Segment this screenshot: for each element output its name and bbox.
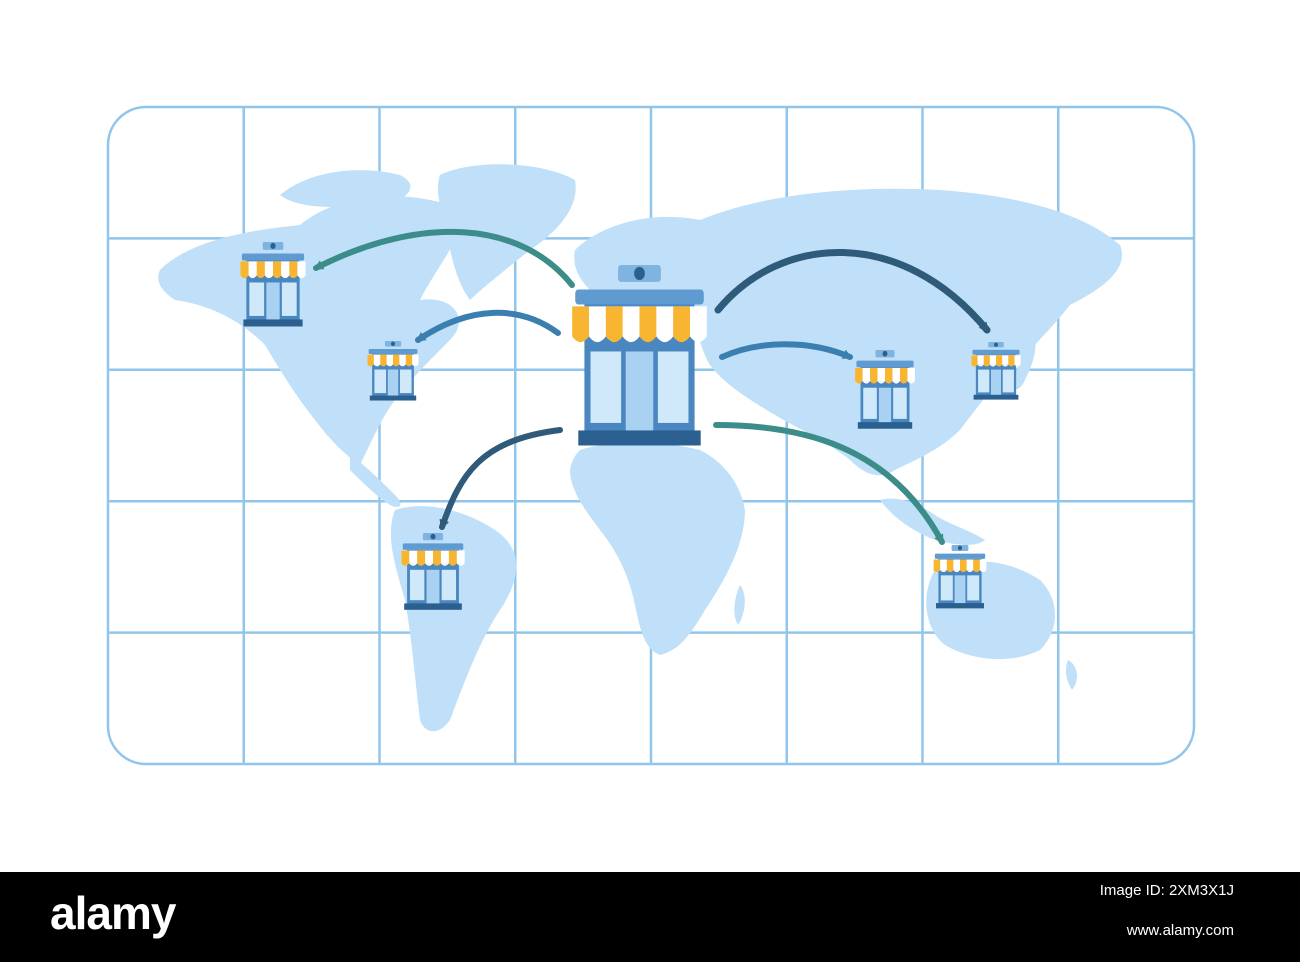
continent-japan (1013, 330, 1036, 390)
continent-south-america (390, 506, 517, 732)
arrow-to-east-north-america (415, 309, 561, 343)
distribution-arrows (313, 228, 991, 545)
storefront-icon (933, 545, 987, 609)
image-id-label: Image ID: 2XM3X1J (1099, 882, 1234, 899)
continent-madagascar (734, 585, 745, 625)
watermark-footer: alamy Image ID: 2XM3X1J www.alamy.com (0, 872, 1300, 962)
storefront-icon (240, 242, 306, 327)
continent-africa (570, 442, 745, 655)
storefront-icon (401, 533, 465, 610)
continent-central-america (350, 455, 401, 507)
main-storefront-icon (572, 265, 707, 446)
storefront-icon (367, 341, 419, 401)
continent-arctic-islands (280, 170, 411, 208)
continent-greenland (437, 164, 576, 300)
continent-new-zealand (1065, 660, 1077, 690)
storefront-icon (971, 342, 1021, 400)
arrow-to-northwest (313, 228, 575, 288)
arrow-to-south-america (439, 427, 563, 530)
site-url: www.alamy.com (1126, 922, 1234, 939)
world-map-illustration (106, 105, 1196, 766)
arrow-to-australia (713, 422, 945, 545)
arrow-to-asia (719, 341, 853, 360)
arrow-to-far-east (714, 248, 991, 334)
continents (158, 164, 1122, 732)
brand-logo: alamy (50, 887, 176, 939)
storefront-icon (855, 350, 915, 429)
